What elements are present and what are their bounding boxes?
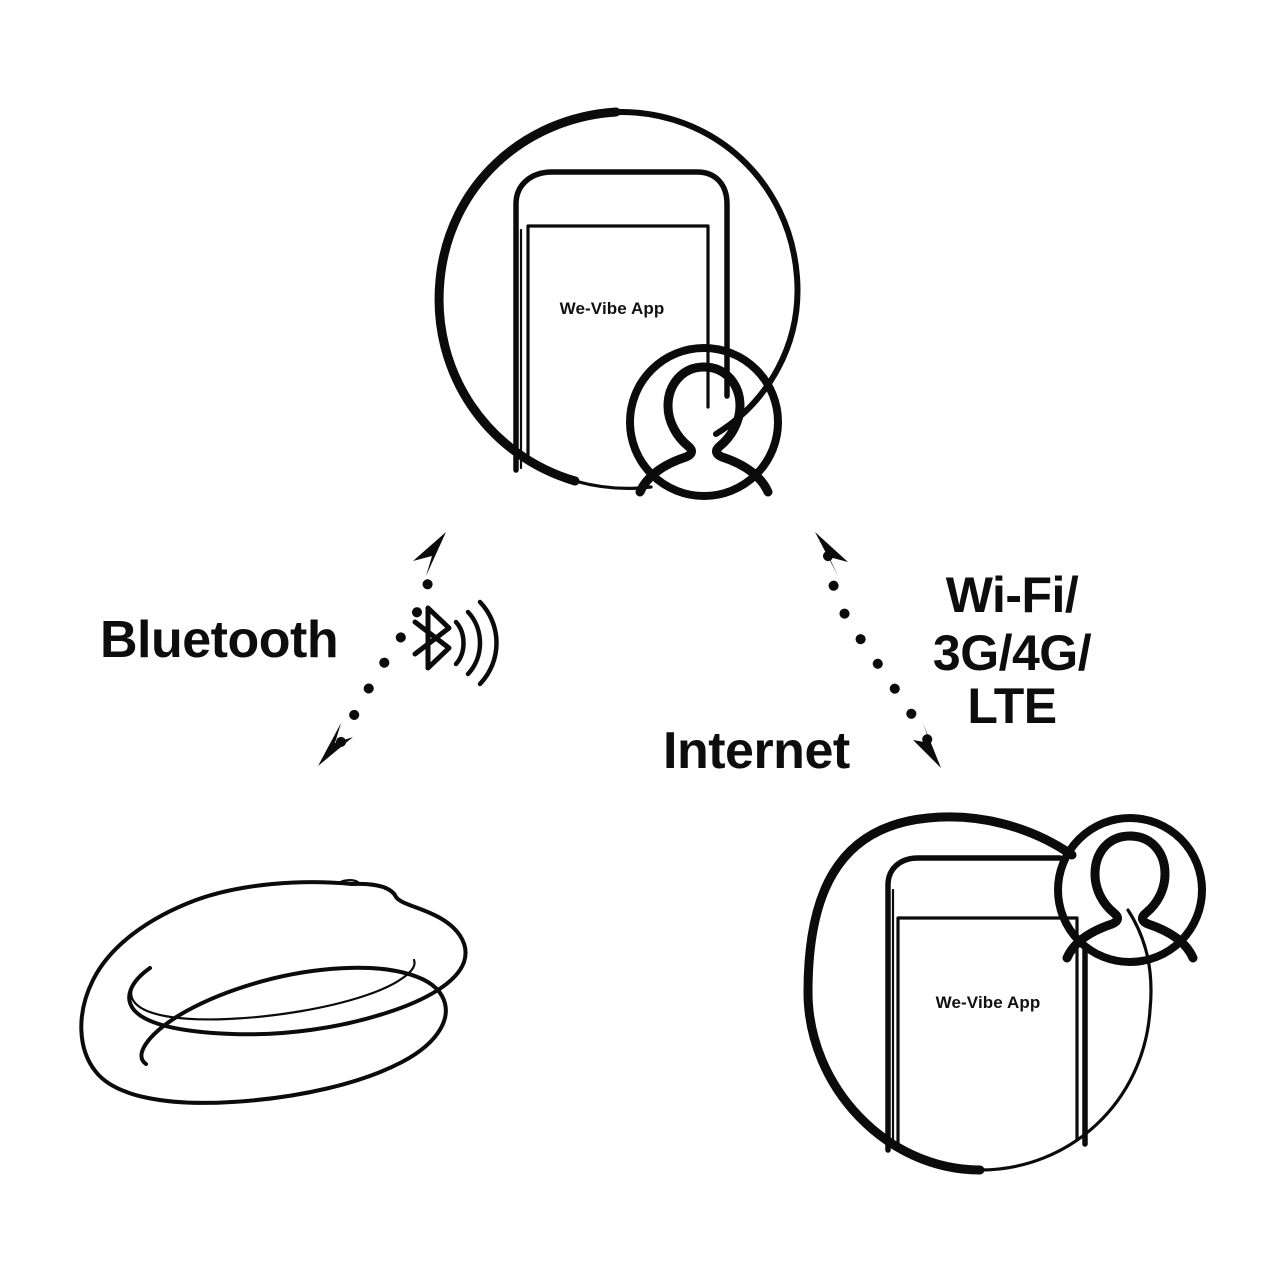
phone-top-user-icon-left xyxy=(635,362,709,497)
bluetooth-signal-arcs-icon xyxy=(453,599,499,687)
phone-top-app-label: We-Vibe App xyxy=(560,299,665,318)
phone-remote-avatar-badge-circle xyxy=(1054,814,1206,966)
phone-remote-circle-right xyxy=(978,908,1153,1172)
internet-label: Internet xyxy=(663,722,850,780)
internet-arrowhead-up xyxy=(815,532,848,576)
phone-remote-user-icon-left xyxy=(1062,831,1135,963)
device-outer-outline xyxy=(79,880,448,1105)
connection-internet[interactable]: Internet Wi-Fi/ 3G/4G/ LTE xyxy=(663,532,1092,780)
phone-top-circle xyxy=(434,107,621,486)
bluetooth-dotted-path xyxy=(336,551,437,747)
internet-dotted-path xyxy=(823,551,935,749)
node-phone-remote[interactable]: We-Vibe App xyxy=(803,812,1206,1175)
internet-tech-line-2: 3G/4G/ xyxy=(933,625,1092,681)
phone-remote-user-icon xyxy=(1125,831,1198,963)
device-outer-outline-right xyxy=(127,881,468,1037)
phone-remote-circle xyxy=(803,812,1077,1175)
phone-top-body xyxy=(513,169,730,473)
bluetooth-label: Bluetooth xyxy=(100,611,338,669)
phone-top-circle-right xyxy=(613,108,801,437)
phone-top-avatar-badge-circle xyxy=(626,344,782,500)
phone-remote-screen xyxy=(896,916,1079,1146)
node-phone-top[interactable]: We-Vibe App xyxy=(434,107,801,500)
internet-tech-line-1: Wi-Fi/ xyxy=(946,567,1079,623)
device-inner-outline xyxy=(130,958,416,1021)
phone-remote-body xyxy=(885,855,1063,1153)
bluetooth-icon xyxy=(412,605,452,671)
internet-tech-line-3: LTE xyxy=(967,678,1056,734)
connection-bluetooth[interactable]: Bluetooth xyxy=(100,532,499,766)
phone-remote-app-label: We-Vibe App xyxy=(936,993,1041,1012)
bluetooth-arrowhead-down xyxy=(318,723,353,766)
device-notch xyxy=(336,879,362,886)
bluetooth-arrowhead-up xyxy=(413,532,446,576)
phone-top-screen xyxy=(526,224,710,457)
node-wearable-device[interactable] xyxy=(79,879,468,1105)
phone-top-user-icon xyxy=(699,362,773,497)
internet-arrowhead-down xyxy=(913,723,941,768)
